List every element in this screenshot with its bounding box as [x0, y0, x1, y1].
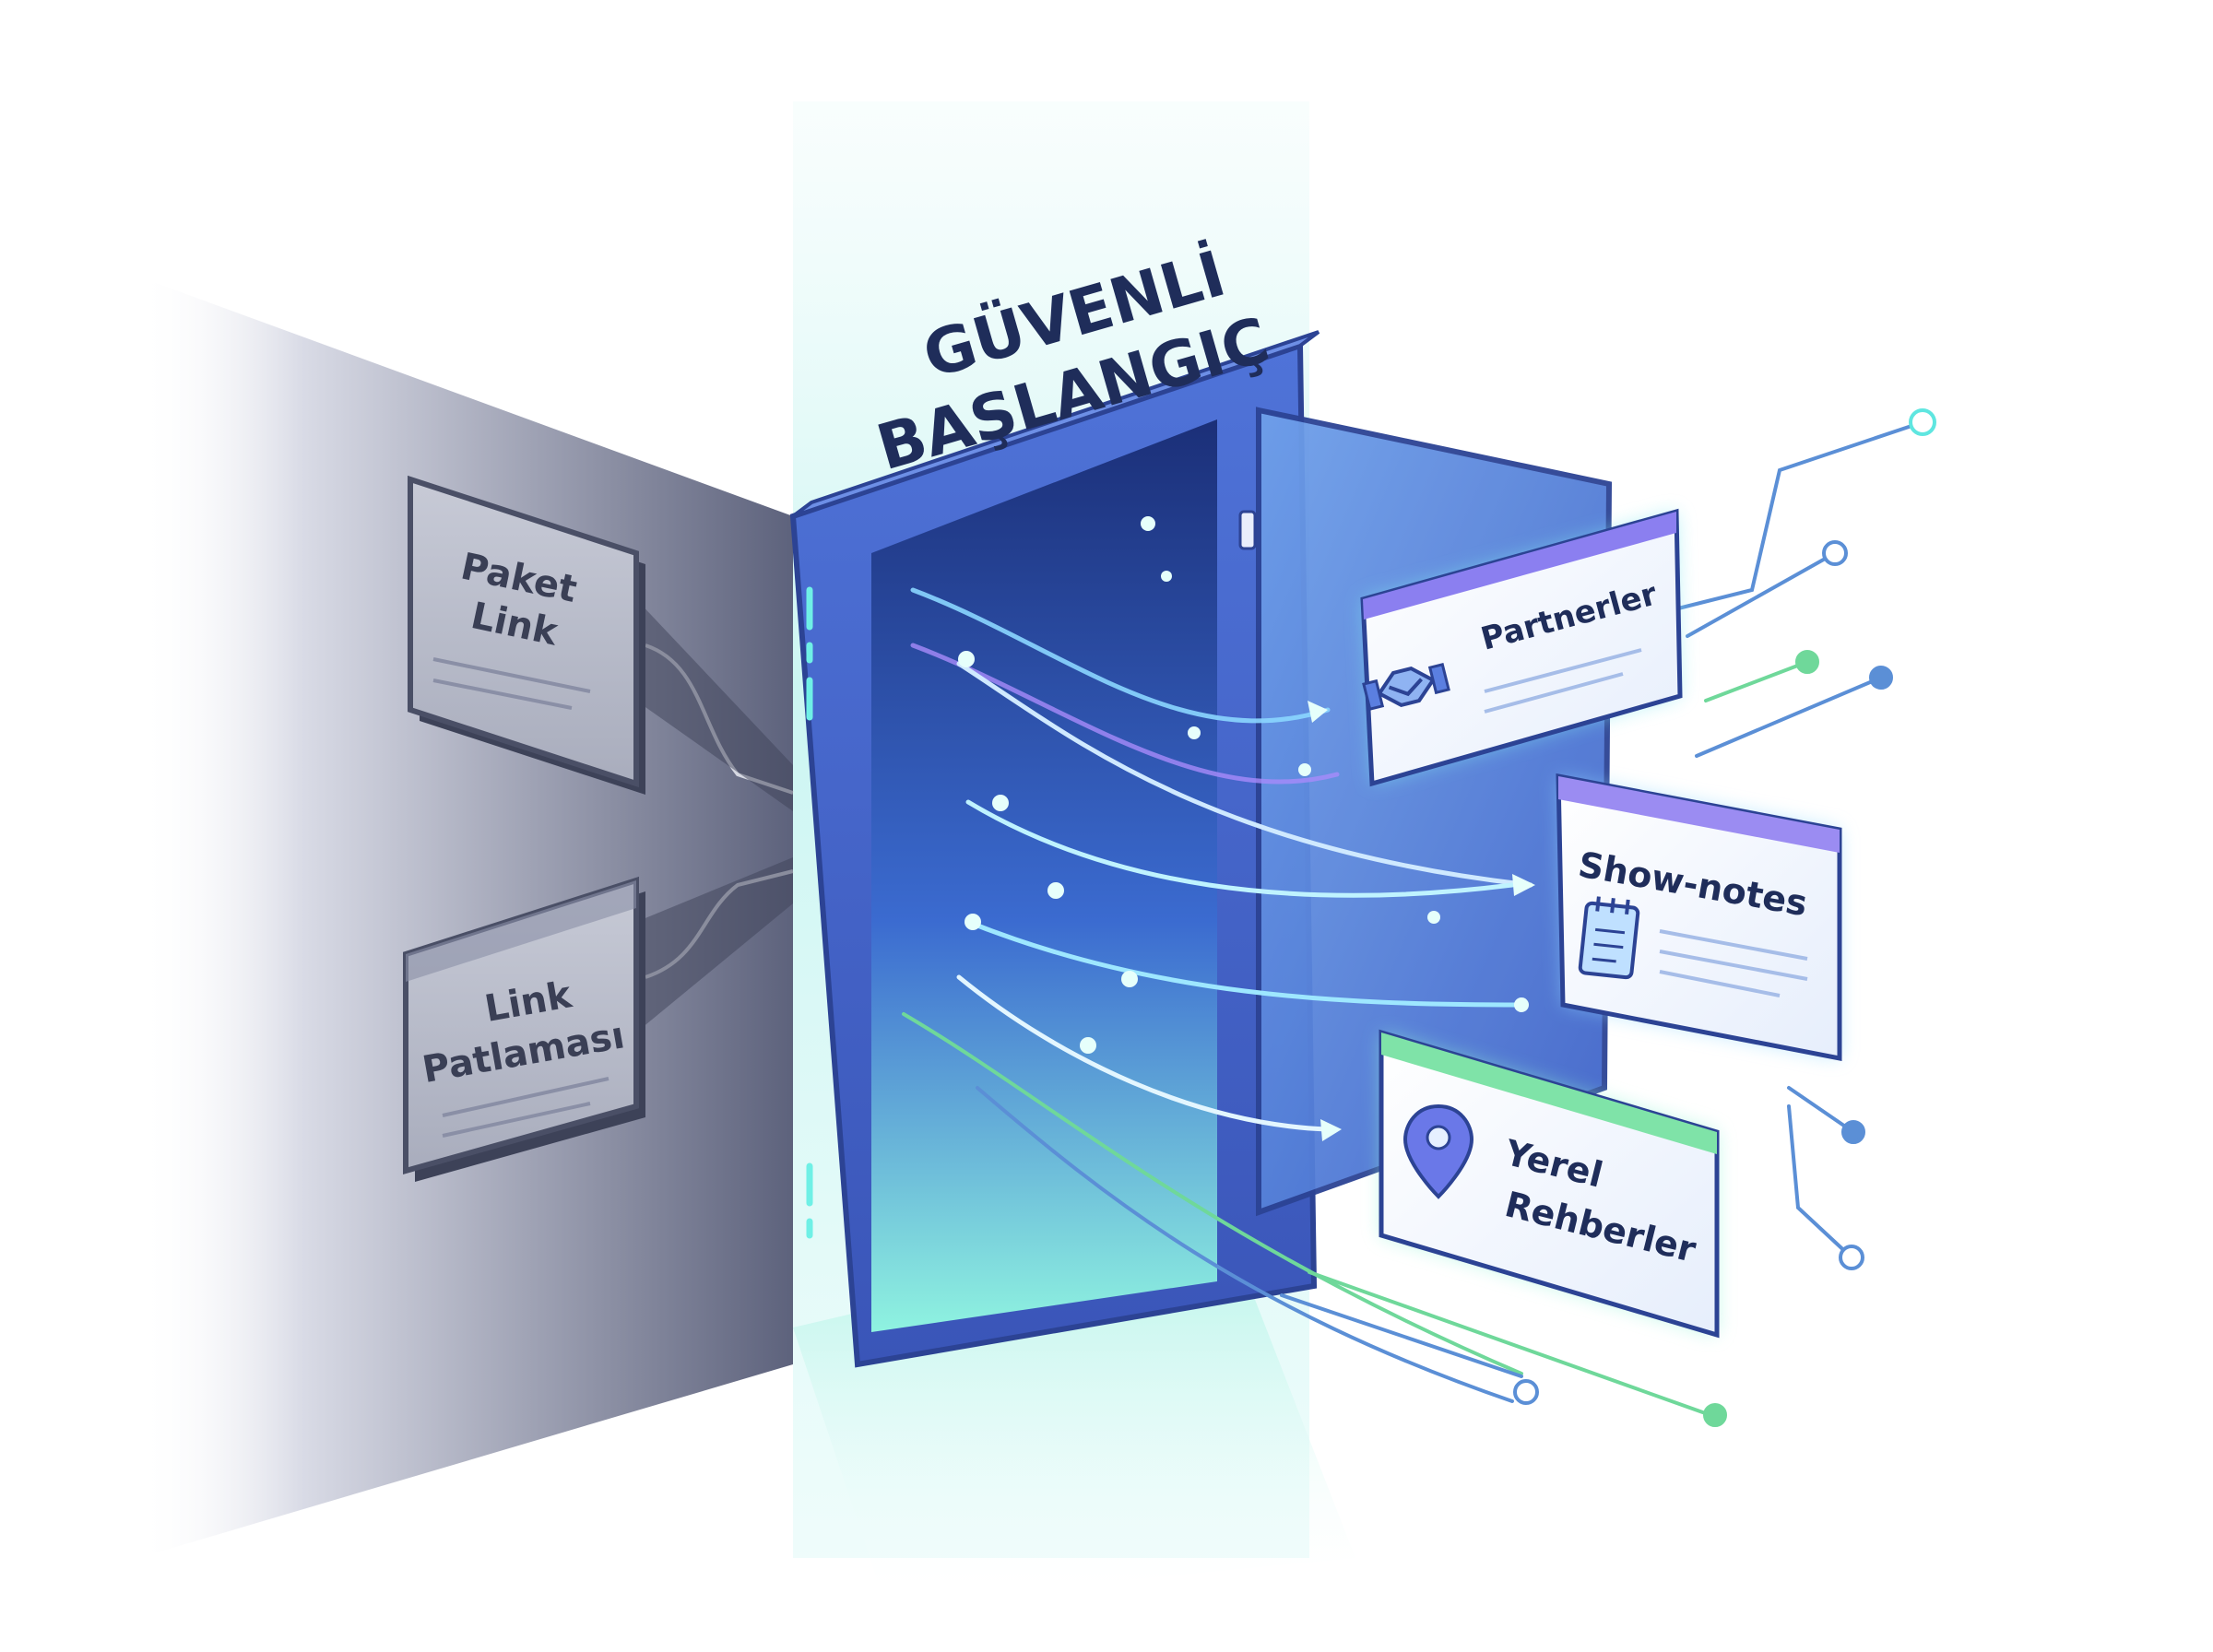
flow-nodes [958, 516, 1529, 1054]
right-card-1-header [1363, 512, 1676, 620]
right-card-show-notes: Show-notes [1556, 773, 1842, 1062]
notepad-icon [1578, 896, 1640, 980]
location-pin-icon [1402, 1103, 1474, 1199]
circuit-lines [1280, 420, 1924, 1417]
left-connector-shadows [636, 599, 793, 1032]
left-card-2-text-lines [442, 1077, 609, 1138]
left-card-2-header [406, 880, 636, 982]
left-card-link-patlamasi: Link Patlaması [403, 876, 645, 1182]
door-opening [871, 419, 1217, 1332]
left-card-paket-link: Paket Link [408, 475, 645, 795]
right-card-yerel-rehberler: Yerel Rehberler [1379, 1029, 1720, 1339]
right-card-2-text-lines [1659, 929, 1808, 997]
circuit-endpoints [1513, 408, 1936, 1427]
left-card-1-text-lines [432, 657, 591, 710]
handshake-icon [1362, 662, 1450, 712]
right-card-3-header [1381, 1032, 1717, 1154]
data-flow-lines [902, 587, 1533, 1403]
right-card-1-text-lines [1484, 648, 1642, 714]
right-card-2-header [1558, 776, 1840, 853]
door-hinge [1238, 510, 1257, 550]
door-frame-top [791, 330, 1320, 518]
flow-arrowheads [1308, 701, 1535, 1141]
right-card-partnerler: Partnerler [1360, 508, 1683, 787]
